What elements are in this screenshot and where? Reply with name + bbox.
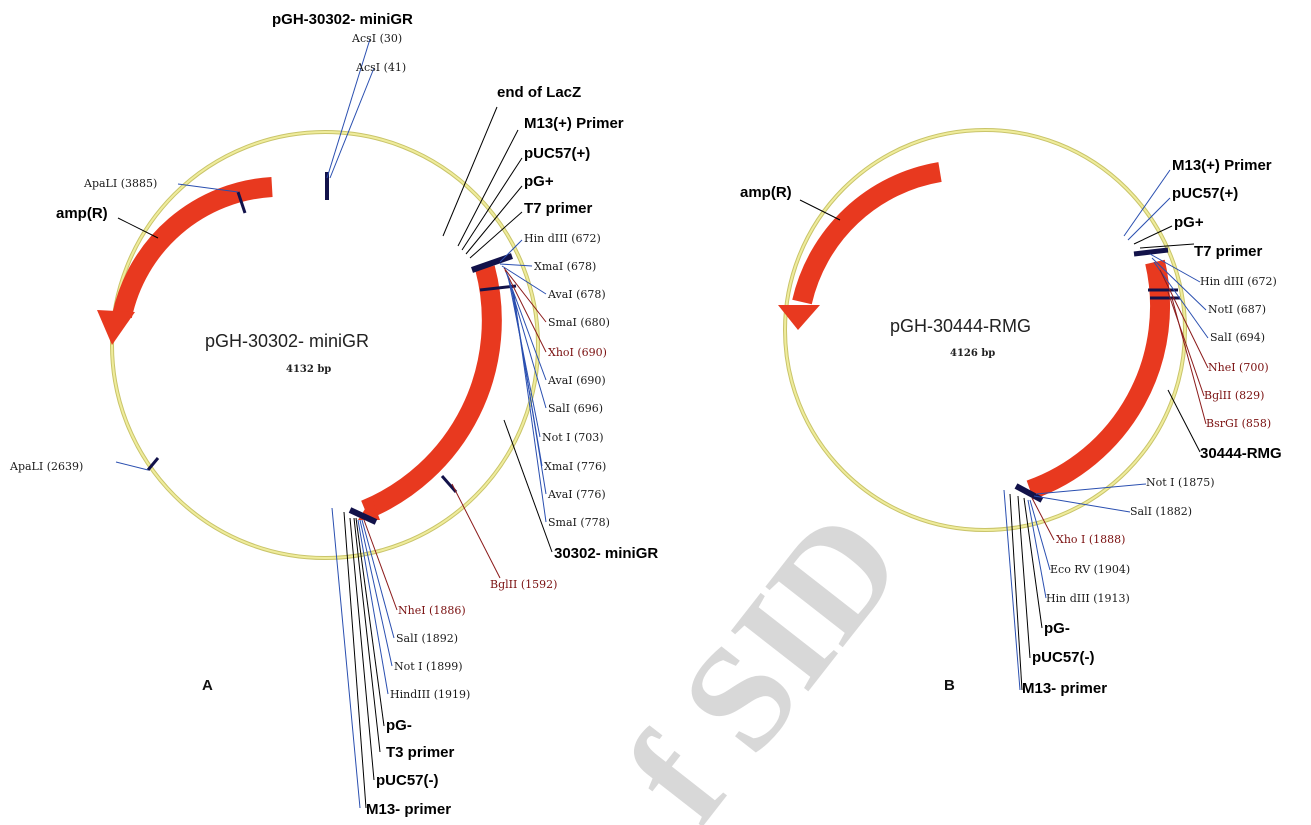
- insert-arc-b: [1026, 259, 1171, 500]
- plasmid-size-a: 4132 bp: [286, 364, 331, 375]
- site-sal1-b: SalI (694): [1210, 331, 1265, 344]
- panel-letter-b: B: [944, 677, 955, 694]
- m13-plus-label-a: M13(+) Primer: [524, 115, 624, 132]
- amp-label-a: amp(R): [56, 205, 108, 222]
- plasmid-name-b: pGH-30444-RMG: [890, 316, 1031, 336]
- site-acs2-a: AcsI (41): [355, 61, 406, 74]
- site-bgl-b: BglII (829): [1204, 389, 1264, 402]
- site-ava3-a: AvaI (776): [547, 488, 606, 501]
- insert-label-b: 30444-RMG: [1200, 445, 1282, 462]
- site-nhe-b: NheI (700): [1208, 361, 1269, 374]
- site-sal2-a: SalI (1892): [396, 632, 458, 645]
- amp-arrowhead-a: [97, 310, 135, 345]
- amp-label-b: amp(R): [740, 184, 792, 201]
- fan-lines-a-bottom: [331, 507, 398, 809]
- site-bsr-b: BsrGI (858): [1206, 417, 1271, 430]
- pg-plus-label-b: pG+: [1174, 214, 1204, 231]
- insert-arc-a: [361, 265, 502, 520]
- site-hind2-a: HindIII (1919): [390, 688, 470, 701]
- site-sal2-b: SalI (1882): [1130, 505, 1192, 518]
- m13-plus-label-b: M13(+) Primer: [1172, 157, 1272, 174]
- panel-letter-a: A: [202, 677, 213, 694]
- t7-label-a: T7 primer: [524, 200, 593, 217]
- site-xma1-a: XmaI (678): [534, 260, 596, 273]
- site-acs1-a: AcsI (30): [351, 32, 402, 45]
- amp-arc-a: [112, 177, 273, 319]
- puc57-plus-label-a: pUC57(+): [524, 145, 590, 162]
- t3-label-a: T3 primer: [386, 744, 455, 761]
- puc57-minus-label-a: pUC57(-): [376, 772, 439, 789]
- site-sma2-a: SmaI (778): [548, 516, 610, 529]
- pg-minus-label-a: pG-: [386, 717, 412, 734]
- site-not2-a: Not I (1899): [394, 660, 463, 673]
- amp-arc-b: [792, 162, 942, 305]
- site-not1-a: Not I (703): [542, 431, 604, 444]
- site-sma1-a: SmaI (680): [548, 316, 610, 329]
- fan-lines-b-bottom: [1003, 483, 1147, 691]
- pg-minus-label-b: pG-: [1044, 620, 1070, 637]
- site-not1-b: NotI (687): [1208, 303, 1266, 316]
- site-xho-b: Xho I (1888): [1056, 533, 1125, 546]
- site-bgl-a: BglII (1592): [490, 578, 557, 591]
- plasmid-name-a: pGH-30302- miniGR: [205, 331, 369, 351]
- m13-minus-label-a: M13- primer: [366, 801, 451, 818]
- site-xho1-a: XhoI (690): [548, 346, 607, 359]
- amp-arrowhead-b: [778, 305, 820, 330]
- m13-minus-label-b: M13- primer: [1022, 680, 1107, 697]
- site-not2-b: Not I (1875): [1146, 476, 1215, 489]
- plasmid-map-b: pGH-30444-RMG 4126 bp B amp(R) M13(+) Pr…: [740, 128, 1282, 697]
- insert-label-a: 30302- miniGR: [554, 545, 658, 562]
- site-hind2-b: Hin dIII (1913): [1046, 592, 1130, 605]
- watermark: f SID: [595, 482, 934, 825]
- site-nhe-a: NheI (1886): [398, 604, 466, 617]
- site-apali2-a: ApaLI (2639): [9, 460, 83, 473]
- site-hind1-b: Hin dIII (672): [1200, 275, 1277, 288]
- site-apali1-a: ApaLI (3885): [83, 177, 157, 190]
- site-sal1-a: SalI (696): [548, 402, 603, 415]
- fan-lines-a-right: [442, 106, 553, 579]
- end-lacz-label: end of LacZ: [497, 84, 581, 101]
- puc57-plus-label-b: pUC57(+): [1172, 185, 1238, 202]
- top-label-a: pGH-30302- miniGR: [272, 11, 413, 28]
- site-ava2-a: AvaI (690): [547, 374, 606, 387]
- pg-plus-label-a: pG+: [524, 173, 554, 190]
- plasmid-map-a: pGH-30302- miniGR 4132 bp A pGH-30302- m…: [9, 11, 658, 818]
- site-ava1-a: AvaI (678): [547, 288, 606, 301]
- plasmid-size-b: 4126 bp: [950, 348, 995, 359]
- site-hind1-a: Hin dIII (672): [524, 232, 601, 245]
- site-eco-b: Eco RV (1904): [1050, 563, 1130, 576]
- puc57-minus-label-b: pUC57(-): [1032, 649, 1095, 666]
- fan-lines-b-right: [1123, 169, 1209, 453]
- t7-label-b: T7 primer: [1194, 243, 1263, 260]
- site-xma2-a: XmaI (776): [544, 460, 606, 473]
